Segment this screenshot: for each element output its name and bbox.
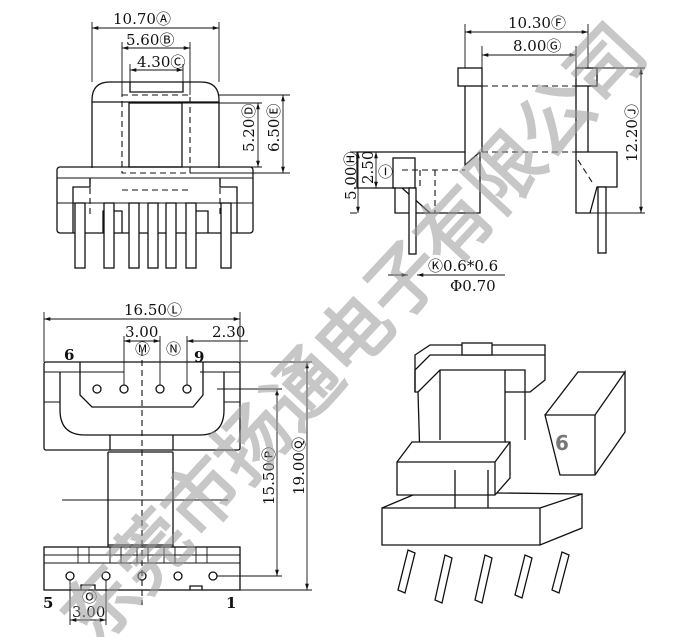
dim-a-label: 10.70Ⓐ [113,10,171,28]
core-window [128,102,183,168]
pin-label-5: 5 [43,594,53,612]
dim-e-label: 6.50Ⓔ [265,104,283,152]
front-pins [74,202,232,269]
pin-label-6: 6 [64,346,74,364]
side-pin-left [408,187,417,255]
pin-label-9: 9 [194,348,204,366]
side-pin-right [597,186,607,254]
pin-holes [65,384,218,581]
dim-o-value: 3.00 [72,603,105,621]
bottom-view: 6 9 5 1 16.50Ⓛ 3.00 Ⓜ 2.30 Ⓝ Ⓞ 3.00 15.5… [43,301,312,625]
dim-n-value: 2.30 [212,323,245,341]
dim-g-label: 8.00Ⓖ [513,37,561,55]
isometric-view: 6 [381,342,626,604]
dim-o-marker: Ⓞ [82,588,97,606]
dim-h-label: 5.00Ⓗ [342,152,360,200]
dim-f-label: 10.30Ⓕ [508,14,566,32]
dim-b-label: 5.60Ⓑ [126,31,174,49]
bottom-flange [43,546,241,591]
front-view: 10.70Ⓐ 5.60Ⓑ 4.30Ⓒ 5.20Ⓓ 6.50Ⓔ [56,10,290,269]
iso-pins [397,549,570,604]
pin-diameter-label: Φ0.70 [450,277,496,295]
side-base [357,151,618,214]
dim-m-marker: Ⓜ [135,340,150,358]
dim-m-value: 3.00 [125,323,158,341]
dim-n-marker: Ⓝ [166,340,181,358]
dim-i-marker: Ⓘ [378,163,393,181]
dim-p-label: 15.50Ⓟ [260,447,278,505]
side-view: 10.30Ⓕ 8.00Ⓖ 12.20Ⓙ 5.00Ⓗ 2.50 Ⓘ Ⓚ0.6*0.… [342,14,645,295]
dim-j-label: 12.20Ⓙ [623,104,641,162]
dim-c-label: 4.30Ⓒ [137,53,185,71]
iso-pin-count-label: 6 [555,431,569,455]
dim-k-label: Ⓚ0.6*0.6 [428,257,498,275]
pin-label-1: 1 [226,594,236,612]
dim-q-label: 19.00Ⓠ [290,437,308,495]
dim-l-label: 16.50Ⓛ [124,301,182,319]
dim-d-label: 5.20Ⓓ [240,104,258,152]
dim-i-value: 2.50 [359,151,377,184]
front-body-outline [91,81,220,168]
